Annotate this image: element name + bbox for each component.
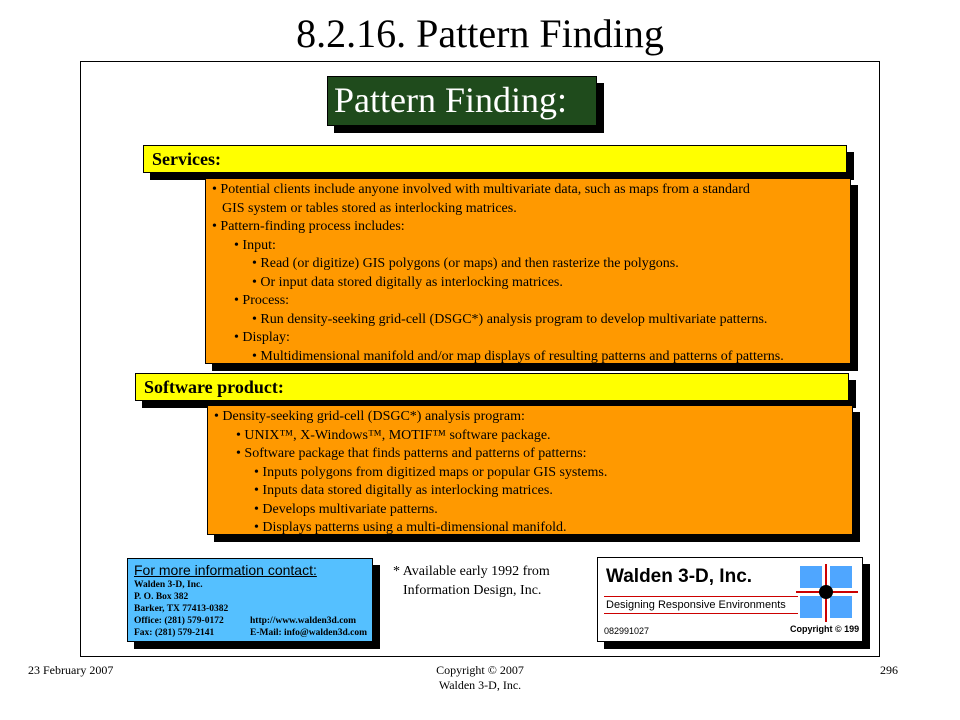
contact-heading: For more information contact:: [134, 562, 317, 578]
contact-pobox: P. O. Box 382: [134, 592, 189, 602]
slide-title: 8.2.16. Pattern Finding: [296, 11, 664, 56]
contact-fax-row: Fax: (281) 579-2141 E-Mail: info@walden3d…: [134, 627, 368, 639]
services-box: • Potential clients include anyone invol…: [205, 178, 851, 364]
software-line: • Software package that finds patterns a…: [236, 446, 587, 461]
software-line: • Develops multivariate patterns.: [254, 501, 438, 517]
walden-logo-box: Walden 3-D, Inc. Designing Responsive En…: [597, 557, 863, 642]
services-line: GIS system or tables stored as interlock…: [222, 200, 517, 216]
walden-grid-logo-icon: [796, 564, 858, 622]
footer-copyright-line-2: Walden 3-D, Inc.: [438, 678, 522, 692]
contact-email: E-Mail: info@walden3d.com: [250, 628, 368, 638]
contact-office-row: Office: (281) 579-0172 http://www.walden3…: [134, 615, 366, 627]
software-heading: Software product:: [135, 373, 849, 401]
software-line: • Displays patterns using a multi-dimens…: [254, 520, 567, 535]
services-line: • Potential clients include anyone invol…: [212, 182, 750, 197]
contact-box: For more information contact: Walden 3-D…: [127, 558, 373, 642]
logo-company-name: Walden 3-D, Inc.: [606, 566, 753, 587]
services-line: • Input:: [234, 237, 276, 253]
footer-date: 23 February 2007: [28, 663, 114, 677]
contact-company: Walden 3-D, Inc.: [134, 580, 203, 590]
availability-note: * Available early 1992 from Information …: [393, 562, 550, 600]
availability-line-1: * Available early 1992 from: [393, 564, 550, 579]
slide-frame: Pattern Finding: Services: • Potential c…: [80, 61, 880, 657]
services-line: • Pattern-finding process includes:: [212, 219, 405, 234]
services-line: • Run density-seeking grid-cell (DSGC*) …: [252, 311, 768, 327]
software-box: • Density-seeking grid-cell (DSGC*) anal…: [207, 405, 853, 535]
services-line: • Display:: [234, 330, 290, 345]
logo-number: 082991027: [604, 626, 650, 636]
footer-copyright-line-1: Copyright © 2007: [436, 663, 524, 677]
software-line: • UNIX™, X-Windows™, MOTIF™ software pac…: [236, 427, 551, 443]
availability-line-2: Information Design, Inc.: [403, 583, 542, 598]
services-line: • Multidimensional manifold and/or map d…: [252, 348, 784, 364]
services-heading: Services:: [143, 145, 847, 173]
software-line: • Density-seeking grid-cell (DSGC*) anal…: [214, 409, 525, 424]
logo-copyright: Copyright © 199: [790, 624, 860, 634]
contact-office: Office: (281) 579-0172: [134, 616, 224, 626]
logo-tagline: Designing Responsive Environments: [604, 596, 798, 614]
contact-city: Barker, TX 77413-0382: [134, 604, 229, 614]
footer-copyright: Copyright © 2007 Walden 3-D, Inc.: [380, 663, 580, 693]
services-line: • Process:: [234, 293, 290, 308]
services-line: • Or input data stored digitally as inte…: [252, 274, 563, 290]
pattern-finding-banner: Pattern Finding:: [327, 76, 597, 126]
software-line: • Inputs polygons from digitized maps or…: [254, 464, 608, 480]
contact-web: http://www.walden3d.com: [250, 616, 357, 626]
services-line: • Read (or digitize) GIS polygons (or ma…: [252, 256, 679, 271]
contact-fax: Fax: (281) 579-2141: [134, 628, 215, 638]
footer-page-number: 296: [880, 663, 898, 677]
software-line: • Inputs data stored digitally as interl…: [254, 483, 553, 498]
